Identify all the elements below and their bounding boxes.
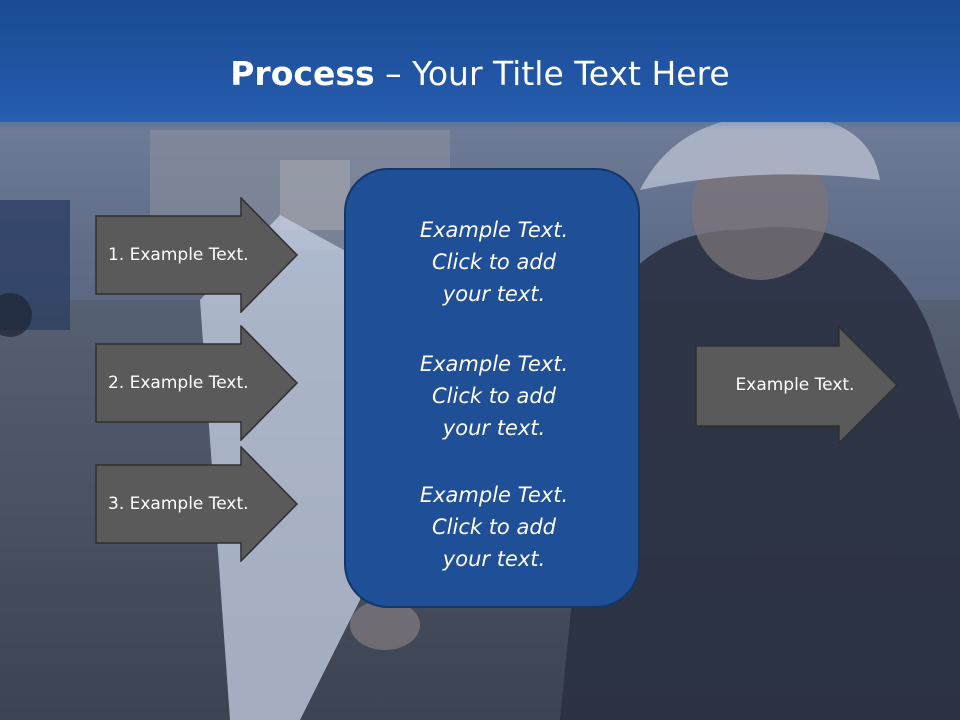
center-line: Click to add	[431, 384, 556, 408]
center-line: Click to add	[431, 515, 556, 539]
center-text-box[interactable]: Example Text. Click to add your text. Ex…	[344, 168, 640, 608]
title-bar-fade	[0, 0, 960, 130]
left-arrow-1[interactable]: 1. Example Text.	[95, 197, 299, 313]
center-line: Example Text.	[419, 483, 569, 507]
title-bold: Process	[230, 54, 375, 93]
center-line: your text.	[442, 416, 546, 440]
center-line: your text.	[442, 282, 546, 306]
slide-title[interactable]: Process – Your Title Text Here	[0, 52, 960, 96]
title-rest: – Your Title Text Here	[374, 54, 730, 93]
left-arrow-3-label: 3. Example Text.	[108, 494, 249, 514]
center-line: Example Text.	[419, 352, 569, 376]
left-arrow-2-label: 2. Example Text.	[108, 373, 249, 393]
center-text-block-2: Example Text. Click to add your text.	[346, 348, 642, 444]
center-text-block-1: Example Text. Click to add your text.	[346, 214, 642, 310]
center-line: Example Text.	[419, 218, 569, 242]
center-text-block-3: Example Text. Click to add your text.	[346, 479, 642, 575]
right-arrow[interactable]: Example Text.	[695, 326, 899, 444]
center-line: Click to add	[431, 250, 556, 274]
left-arrow-3[interactable]: 3. Example Text.	[95, 446, 299, 562]
center-line: your text.	[442, 547, 546, 571]
left-arrow-2[interactable]: 2. Example Text.	[95, 325, 299, 441]
right-arrow-label: Example Text.	[735, 375, 855, 395]
left-arrow-1-label: 1. Example Text.	[108, 245, 249, 265]
